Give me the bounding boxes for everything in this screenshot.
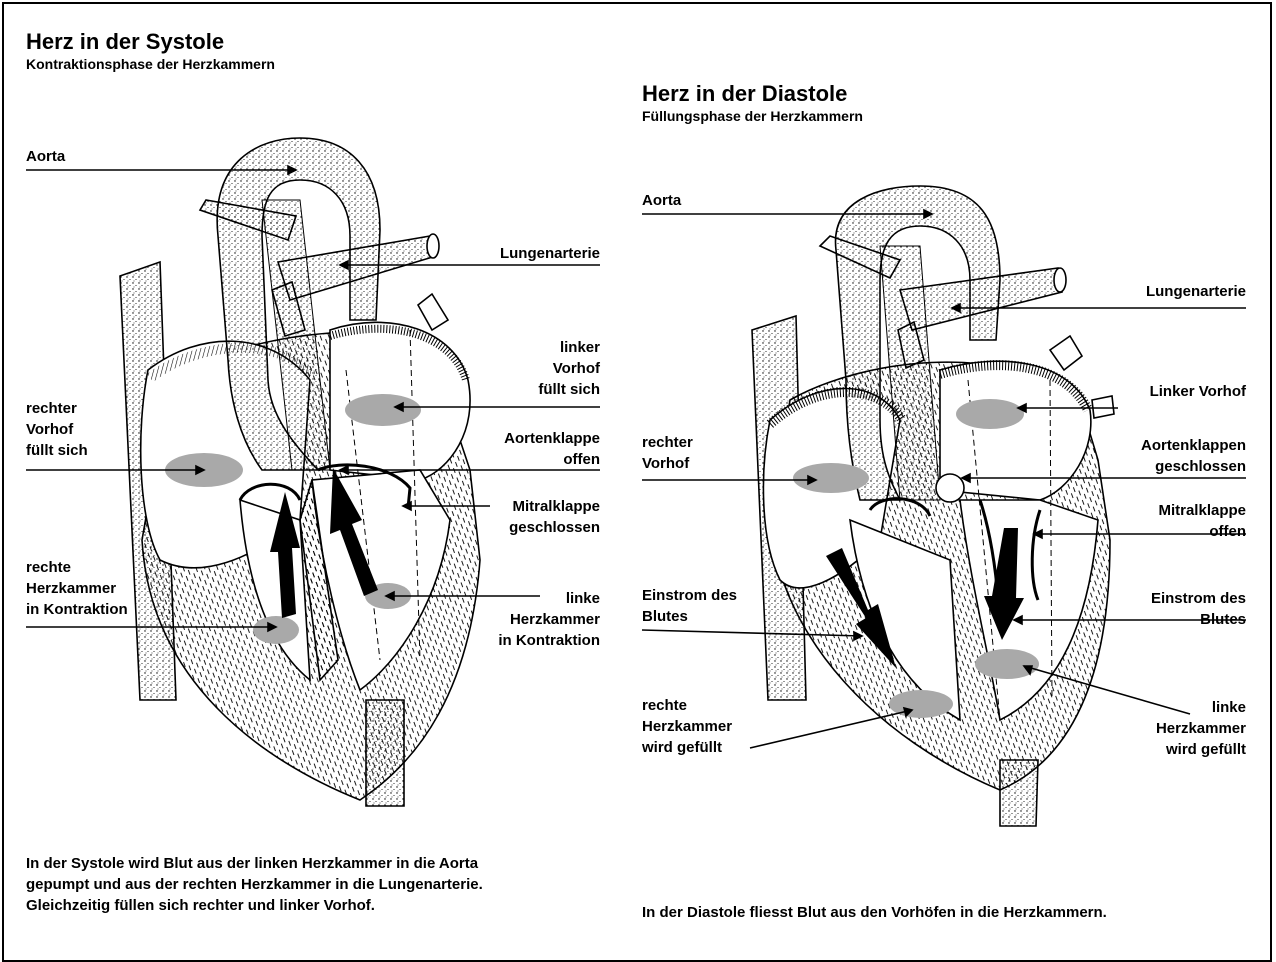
- systole-label-linke-herzkammer: linke Herzkammer in Kontraktion: [440, 588, 600, 651]
- systole-label-mitralklappe: Mitralklappe geschlossen: [440, 496, 600, 538]
- diastole-label-mitralklappe: Mitralklappe offen: [1086, 500, 1246, 542]
- diastole-label-einstrom-rechts: Einstrom des Blutes: [1086, 588, 1246, 630]
- systole-label-aortenklappe: Aortenklappe offen: [440, 428, 600, 470]
- diastole-label-lungenarterie: Lungenarterie: [1086, 281, 1246, 302]
- diastole-label-linke-herzkammer: linke Herzkammer wird gefüllt: [1086, 697, 1246, 760]
- systole-label-rechte-herzkammer: rechte Herzkammer in Kontraktion: [26, 557, 128, 620]
- diastole-label-rechter-vorhof: rechter Vorhof: [642, 432, 693, 474]
- systole-label-rechter-vorhof: rechter Vorhof füllt sich: [26, 398, 88, 461]
- diastole-title: Herz in der Diastole: [642, 82, 847, 106]
- diastole-heart: [752, 186, 1114, 826]
- diastole-label-aorta: Aorta: [642, 190, 681, 211]
- systole-subtitle: Kontraktionsphase der Herzkammern: [26, 56, 275, 72]
- systole-caption: In der Systole wird Blut aus der linken …: [26, 853, 483, 916]
- systole-label-linker-vorhof: linker Vorhof füllt sich: [470, 337, 600, 400]
- systole-label-aorta: Aorta: [26, 146, 65, 167]
- diastole-label-linker-vorhof: Linker Vorhof: [1086, 381, 1246, 402]
- diastole-caption: In der Diastole fliesst Blut aus den Vor…: [642, 902, 1107, 923]
- systole-label-lungenarterie: Lungenarterie: [470, 243, 600, 264]
- systole-heart: [120, 138, 480, 806]
- diastole-label-einstrom-links: Einstrom des Blutes: [642, 585, 737, 627]
- diastole-label-aortenklappen: Aortenklappen geschlossen: [1086, 435, 1246, 477]
- diastole-subtitle: Füllungsphase der Herzkammern: [642, 108, 863, 124]
- diastole-label-rechte-herzkammer: rechte Herzkammer wird gefüllt: [642, 695, 732, 758]
- systole-title: Herz in der Systole: [26, 30, 224, 54]
